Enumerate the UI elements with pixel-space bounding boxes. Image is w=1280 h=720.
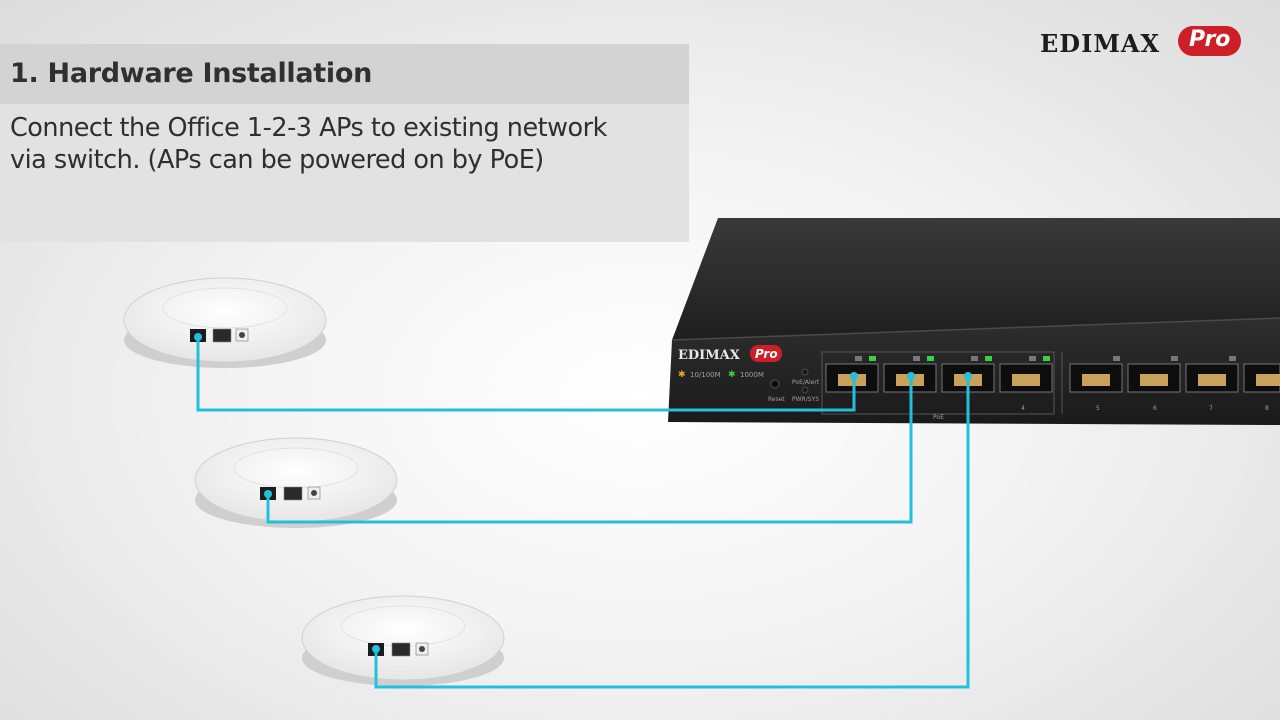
ap3-port-2 xyxy=(391,642,411,657)
instruction-line-1: Connect the Office 1-2-3 APs to existing… xyxy=(10,113,607,143)
instruction-panel: 1. Hardware Installation Connect the Off… xyxy=(0,44,689,242)
port-number-5: 5 xyxy=(1096,405,1100,412)
port-number-4: 4 xyxy=(1021,405,1025,412)
step-title: 1. Hardware Installation xyxy=(10,58,373,89)
cable-end-dots xyxy=(194,333,972,653)
port-number-8: 8 xyxy=(1265,405,1269,412)
port-number-7: 7 xyxy=(1209,405,1213,412)
reset-label: Reset xyxy=(768,396,785,403)
poe-alert-label: PoE/Alert xyxy=(792,379,820,386)
led-speed-high-label: 1000M xyxy=(740,371,764,379)
led-speed-low-label: 10/100M xyxy=(690,371,721,379)
port-1[interactable] xyxy=(825,356,879,393)
brand-pro-badge: Pro xyxy=(1178,26,1242,56)
poe-alert-led xyxy=(801,368,809,376)
cable-ap2-port2 xyxy=(266,376,913,524)
green-led-icon: ✱ xyxy=(728,370,736,380)
port-5[interactable] xyxy=(1069,356,1123,393)
instruction-line-2: via switch. (APs can be powered on by Po… xyxy=(10,145,544,175)
instruction-text: Connect the Office 1-2-3 APs to existing… xyxy=(10,112,685,176)
edimax-pro-logo: EDIMAX Pro xyxy=(1040,26,1244,62)
switch-logo: EDIMAX Pro xyxy=(678,345,782,363)
switch-brand-badge: Pro xyxy=(755,347,778,361)
ap2-port-2 xyxy=(283,486,303,501)
poe-port-group xyxy=(821,351,1055,415)
port-number-6: 6 xyxy=(1153,405,1157,412)
switch-top-face xyxy=(672,218,1280,340)
pwr-sys-led xyxy=(801,386,809,394)
cables xyxy=(196,337,970,689)
cable-ap1-port1 xyxy=(196,337,856,412)
ap1-port-2 xyxy=(212,328,232,343)
port-6[interactable] xyxy=(1127,356,1181,393)
pwr-sys-label: PWR/SYS xyxy=(792,396,819,403)
switch-brand-word: EDIMAX xyxy=(678,348,741,363)
access-point-1 xyxy=(123,277,327,368)
port-4[interactable] xyxy=(999,356,1053,393)
port-8[interactable] xyxy=(1243,363,1280,393)
panel-title-bar: 1. Hardware Installation xyxy=(0,44,689,104)
brand-word: EDIMAX xyxy=(1040,29,1161,58)
access-point-3 xyxy=(301,595,505,686)
switch-brand-badge-bg xyxy=(750,345,782,362)
poe-group-label: PoE xyxy=(933,414,944,421)
access-point-2 xyxy=(194,437,398,528)
poe-switch: EDIMAX Pro ✱ 10/100M ✱ 1000M Reset PoE/A… xyxy=(668,218,1280,425)
reset-button[interactable] xyxy=(770,379,780,389)
amber-led-icon: ✱ xyxy=(678,370,686,380)
port-7[interactable] xyxy=(1185,356,1239,393)
led-legend: ✱ 10/100M ✱ 1000M xyxy=(678,370,764,380)
cable-ap3-port3 xyxy=(374,376,970,689)
